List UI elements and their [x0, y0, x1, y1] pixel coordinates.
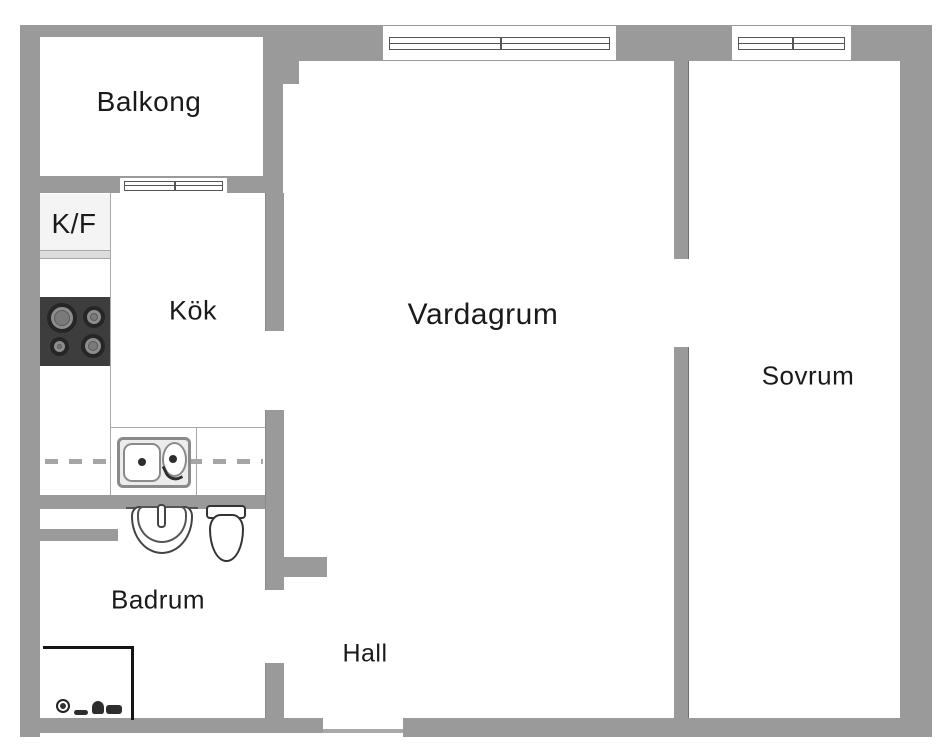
window-center-mullion	[499, 37, 502, 50]
wall-right-exterior	[900, 25, 932, 737]
fridge-freezer-cabinet	[40, 194, 110, 250]
wall-left-exterior	[20, 25, 40, 737]
bedroom-window	[732, 26, 851, 60]
basin-tap-icon	[157, 504, 166, 528]
cabinet-separator	[40, 250, 110, 259]
wall-balcony-east	[263, 25, 283, 193]
window-center-mullion	[791, 37, 794, 50]
wall-kitchen-east-lower	[265, 410, 284, 590]
living-room-window	[383, 26, 616, 60]
wall-kitchen-east-upper	[265, 193, 284, 331]
wall-bottom-right	[403, 718, 932, 737]
room-label-kok: Kök	[168, 295, 218, 326]
wall-hall-closet-stub	[283, 557, 327, 577]
entrance-threshold	[323, 729, 403, 733]
wall-bottom-left	[20, 718, 323, 733]
window-center-mullion	[173, 181, 176, 191]
room-label-balkong: Balkong	[96, 86, 202, 117]
counter-edge-bottom-run	[110, 427, 265, 428]
stove	[40, 297, 110, 366]
shower-area	[43, 646, 134, 720]
room-label-sovrum: Sovrum	[761, 360, 855, 391]
burner-icon	[50, 337, 69, 356]
wall-bathroom-west-stub	[38, 529, 118, 541]
plumbing-glyph	[106, 705, 122, 714]
counter-edge-left-run	[110, 193, 111, 495]
burner-icon	[83, 306, 105, 328]
wall-hall-west-lower	[265, 663, 284, 723]
room-label-badrum: Badrum	[110, 584, 206, 615]
burner-icon	[47, 303, 77, 333]
plumbing-glyph	[74, 710, 88, 715]
room-label-vardagrum: Vardagrum	[407, 298, 559, 331]
burner-icon	[81, 334, 105, 358]
sink-basin-left	[123, 443, 161, 482]
wall-bedroom-partition-upper	[674, 61, 689, 259]
balcony-door-window	[120, 178, 227, 194]
sink-drain-icon	[138, 458, 146, 466]
toilet-bowl	[209, 514, 244, 562]
room-label-hall: Hall	[342, 639, 388, 668]
floor-drain-icon	[56, 699, 70, 713]
plumbing-glyph	[92, 701, 104, 714]
room-label-kf: K/F	[51, 208, 97, 239]
sink-drain-icon	[169, 455, 177, 463]
wall-balcony-top	[20, 25, 263, 37]
wall-bedroom-partition-lower	[674, 347, 689, 718]
